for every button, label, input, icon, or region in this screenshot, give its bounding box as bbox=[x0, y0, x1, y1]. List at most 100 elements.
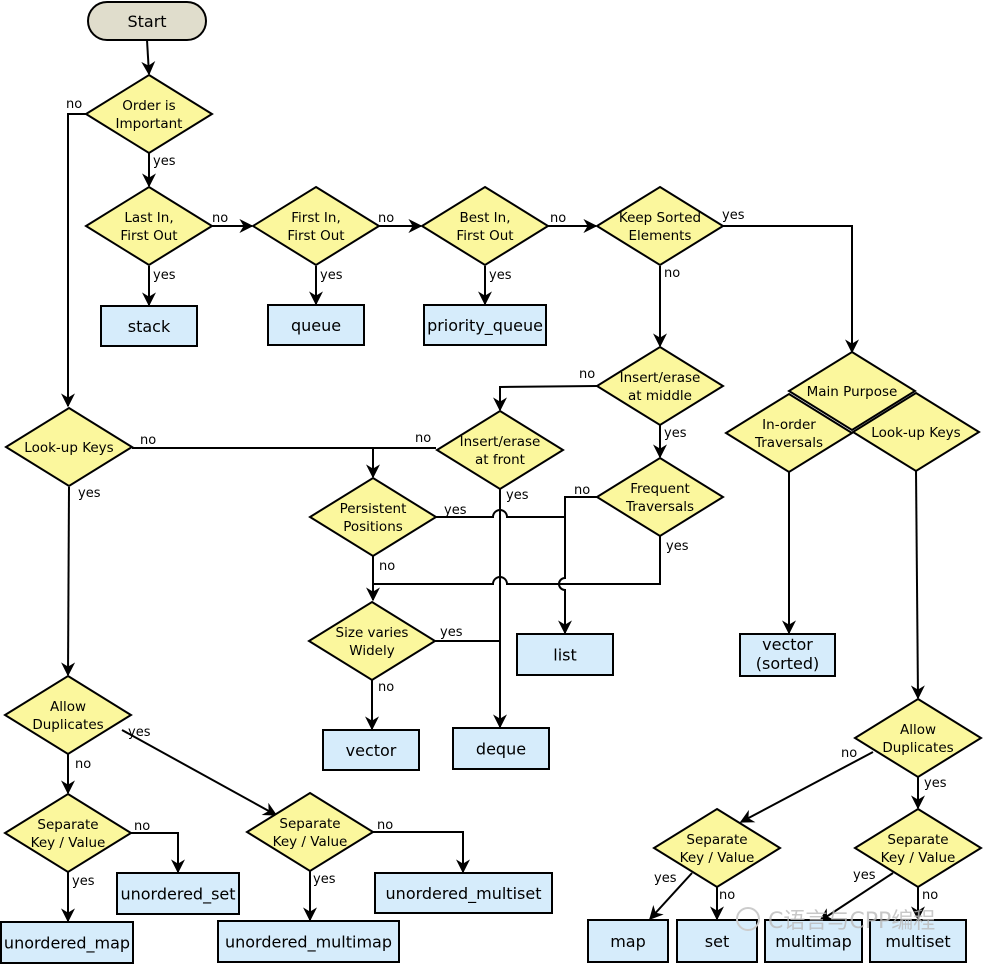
edge-label: yes bbox=[489, 268, 512, 283]
container-label: multiset bbox=[885, 932, 950, 951]
decision-label: Last In, bbox=[124, 210, 173, 226]
edge-label: no bbox=[378, 680, 394, 695]
container-label: priority_queue bbox=[427, 316, 543, 336]
connectors bbox=[61, 39, 925, 923]
decision-label: Allow bbox=[50, 699, 86, 715]
container-box bbox=[0, 921, 134, 964]
diamond-shape bbox=[595, 456, 725, 538]
container-box bbox=[764, 919, 863, 963]
wechat-icon bbox=[736, 907, 760, 931]
diamond-shape bbox=[787, 350, 917, 432]
edge-label: no bbox=[719, 888, 735, 903]
diamond-shape bbox=[251, 185, 381, 267]
diamond-shape bbox=[853, 807, 983, 889]
decision-label: Elements bbox=[629, 228, 692, 244]
edge-label: no bbox=[664, 266, 680, 281]
diamond-shape bbox=[595, 185, 725, 267]
container-box bbox=[739, 633, 836, 677]
container-box bbox=[516, 633, 614, 676]
container-multiset: multiset bbox=[869, 919, 967, 963]
decision-label: Key / Value bbox=[273, 834, 348, 850]
decision-label: Insert/erase bbox=[620, 370, 701, 386]
edge-allowdup-right-no bbox=[739, 751, 874, 823]
container-box bbox=[116, 872, 240, 915]
edge-label: yes bbox=[72, 874, 95, 889]
edge-sepkv4-yes bbox=[818, 872, 894, 922]
diamond-shape bbox=[3, 674, 133, 756]
edge-label: yes bbox=[313, 872, 336, 887]
edge-sorted-yes bbox=[723, 225, 859, 354]
diamond-shape bbox=[3, 792, 133, 874]
diamond-shape bbox=[4, 406, 134, 488]
edge-label: no bbox=[378, 211, 394, 226]
edge-label: yes bbox=[128, 725, 151, 740]
decision-label: Positions bbox=[343, 519, 403, 535]
diamond-shape bbox=[724, 392, 854, 474]
edge-label: no bbox=[415, 431, 431, 446]
diamond-shape bbox=[595, 345, 725, 427]
edge-persistent-yes bbox=[436, 509, 565, 518]
decision-label: Look-up Keys bbox=[871, 425, 960, 441]
start-node: Start bbox=[87, 1, 207, 41]
container-label: vector bbox=[762, 635, 813, 654]
edge-label: no bbox=[579, 367, 595, 382]
edge-label: no bbox=[550, 211, 566, 226]
decision-label: Separate bbox=[37, 817, 98, 833]
decision-label: at front bbox=[475, 452, 525, 468]
container-label: multimap bbox=[775, 932, 851, 951]
container-unordered-map: unordered_map bbox=[0, 921, 134, 964]
container-label: map bbox=[610, 932, 646, 951]
decision-label: Widely bbox=[349, 643, 394, 659]
container-unordered-multimap: unordered_multimap bbox=[217, 920, 400, 963]
decision-label: Allow bbox=[900, 722, 936, 738]
container-box bbox=[452, 727, 550, 770]
decision-label: Key / Value bbox=[881, 850, 956, 866]
container-priority-queue: priority_queue bbox=[423, 304, 547, 346]
edge-label: no bbox=[66, 97, 82, 112]
watermark-text: C语言与CPP编程 bbox=[768, 909, 935, 934]
diamond-shape bbox=[652, 807, 782, 889]
decision-label: First In, bbox=[291, 210, 341, 226]
decision-label: at middle bbox=[628, 388, 692, 404]
edge-label: yes bbox=[153, 268, 176, 283]
edge-allowdup-left-yes bbox=[121, 729, 278, 816]
decision-middle: Insert/erase at middle bbox=[595, 345, 725, 427]
edge-label: yes bbox=[664, 426, 687, 441]
decision-lifo: Last In, First Out bbox=[84, 185, 214, 267]
edge-start-order bbox=[141, 39, 156, 76]
decision-label: First Out bbox=[287, 228, 344, 244]
container-set: set bbox=[676, 919, 758, 963]
container-box bbox=[100, 305, 198, 347]
container-box bbox=[587, 919, 669, 963]
edge-label: no bbox=[379, 559, 395, 574]
decision-label: Key / Value bbox=[680, 850, 755, 866]
decision-label: First Out bbox=[456, 228, 513, 244]
container-vector-sorted: vector(sorted) bbox=[739, 633, 836, 677]
edge-label: yes bbox=[853, 868, 876, 883]
diamond-shape bbox=[853, 697, 983, 779]
edge-frequent-no bbox=[558, 496, 597, 635]
container-label: list bbox=[553, 646, 577, 665]
container-unordered-set: unordered_set bbox=[116, 872, 240, 915]
edge-order-no bbox=[61, 113, 86, 408]
diamond-shape bbox=[435, 409, 565, 491]
edge-label: yes bbox=[440, 625, 463, 640]
container-box bbox=[869, 919, 967, 963]
container-label: set bbox=[705, 932, 729, 951]
container-box bbox=[374, 872, 553, 914]
diamond-shape bbox=[84, 73, 214, 155]
start-label: Start bbox=[127, 12, 166, 31]
decision-label: Best In, bbox=[459, 210, 510, 226]
container-box bbox=[322, 729, 420, 771]
decision-label: Keep Sorted bbox=[619, 210, 701, 226]
decision-label: First Out bbox=[120, 228, 177, 244]
